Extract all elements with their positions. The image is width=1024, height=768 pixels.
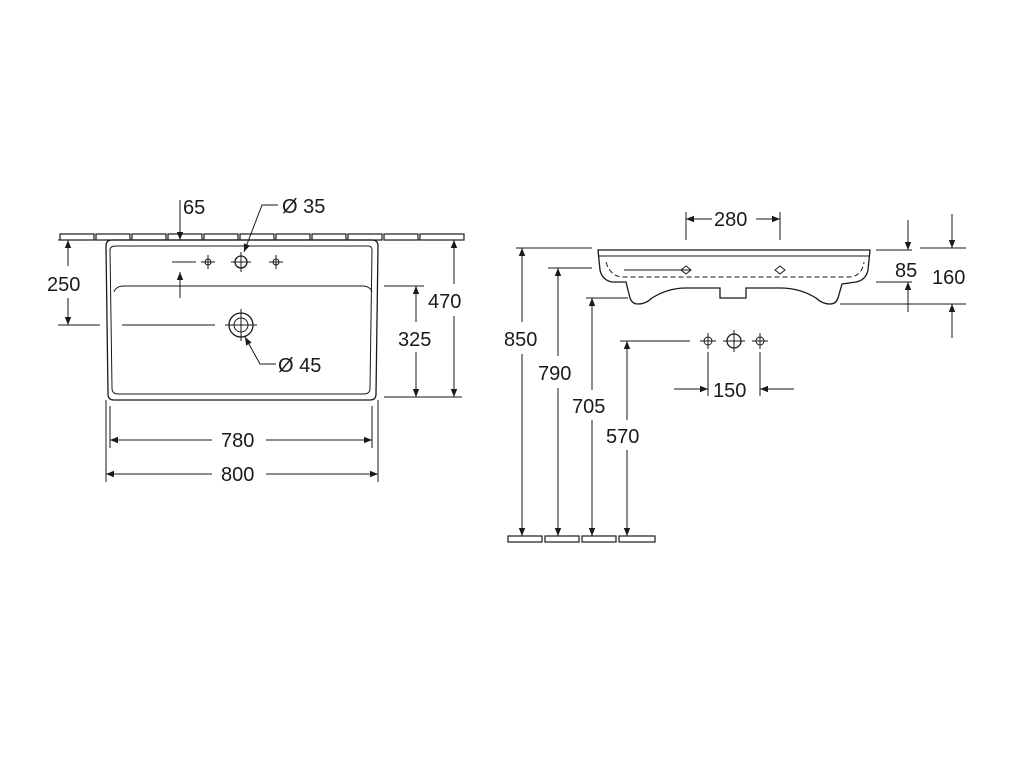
tap-hole-center-icon [231,252,251,272]
wall-tap-right-icon [752,333,768,349]
wall-tap-center-icon [723,330,745,352]
dim-overall-depth: 470 [428,291,461,313]
dim-depth-to-bowl: 250 [47,274,80,296]
floor-strip [507,535,656,543]
front-view: 65 Ø 35 Ø 45 250 470 325 780 [47,196,465,486]
dim-top-height: 790 [538,363,571,385]
dim-inner-width: 780 [221,430,254,452]
wall-tap-left-icon [700,333,716,349]
dim-overall-height: 160 [932,267,965,289]
dim-tap-spacing: 150 [713,380,746,402]
dim-tap-hole-diameter: Ø 35 [282,196,325,218]
waste-outlet-icon [225,309,257,341]
wall-strip-front [59,233,465,241]
tap-hole-right-icon [269,255,283,269]
dim-hole-spacing-top: 280 [714,209,747,231]
tap-hole-profile-icon [774,265,786,275]
dim-rim-height: 850 [504,329,537,351]
bowl-edge [113,285,373,293]
basin-side-profile [597,249,871,305]
tap-hole-left-icon [201,255,215,269]
wall-strip-side [840,247,966,305]
side-view: 280 85 160 850 790 705 [504,209,966,543]
dim-tap-hole-edge: 65 [183,197,205,219]
dim-bowl-depth: 325 [398,329,431,351]
dim-bottom-height: 705 [572,396,605,418]
dim-waste-diameter: Ø 45 [278,355,321,377]
overflow-hole-icon [680,265,692,275]
basin-inner-outline [109,245,373,395]
dim-rim-thickness: 85 [895,260,917,282]
basin-outline [105,239,379,401]
dim-tap-height: 570 [606,426,639,448]
dim-overall-width: 800 [221,464,254,486]
